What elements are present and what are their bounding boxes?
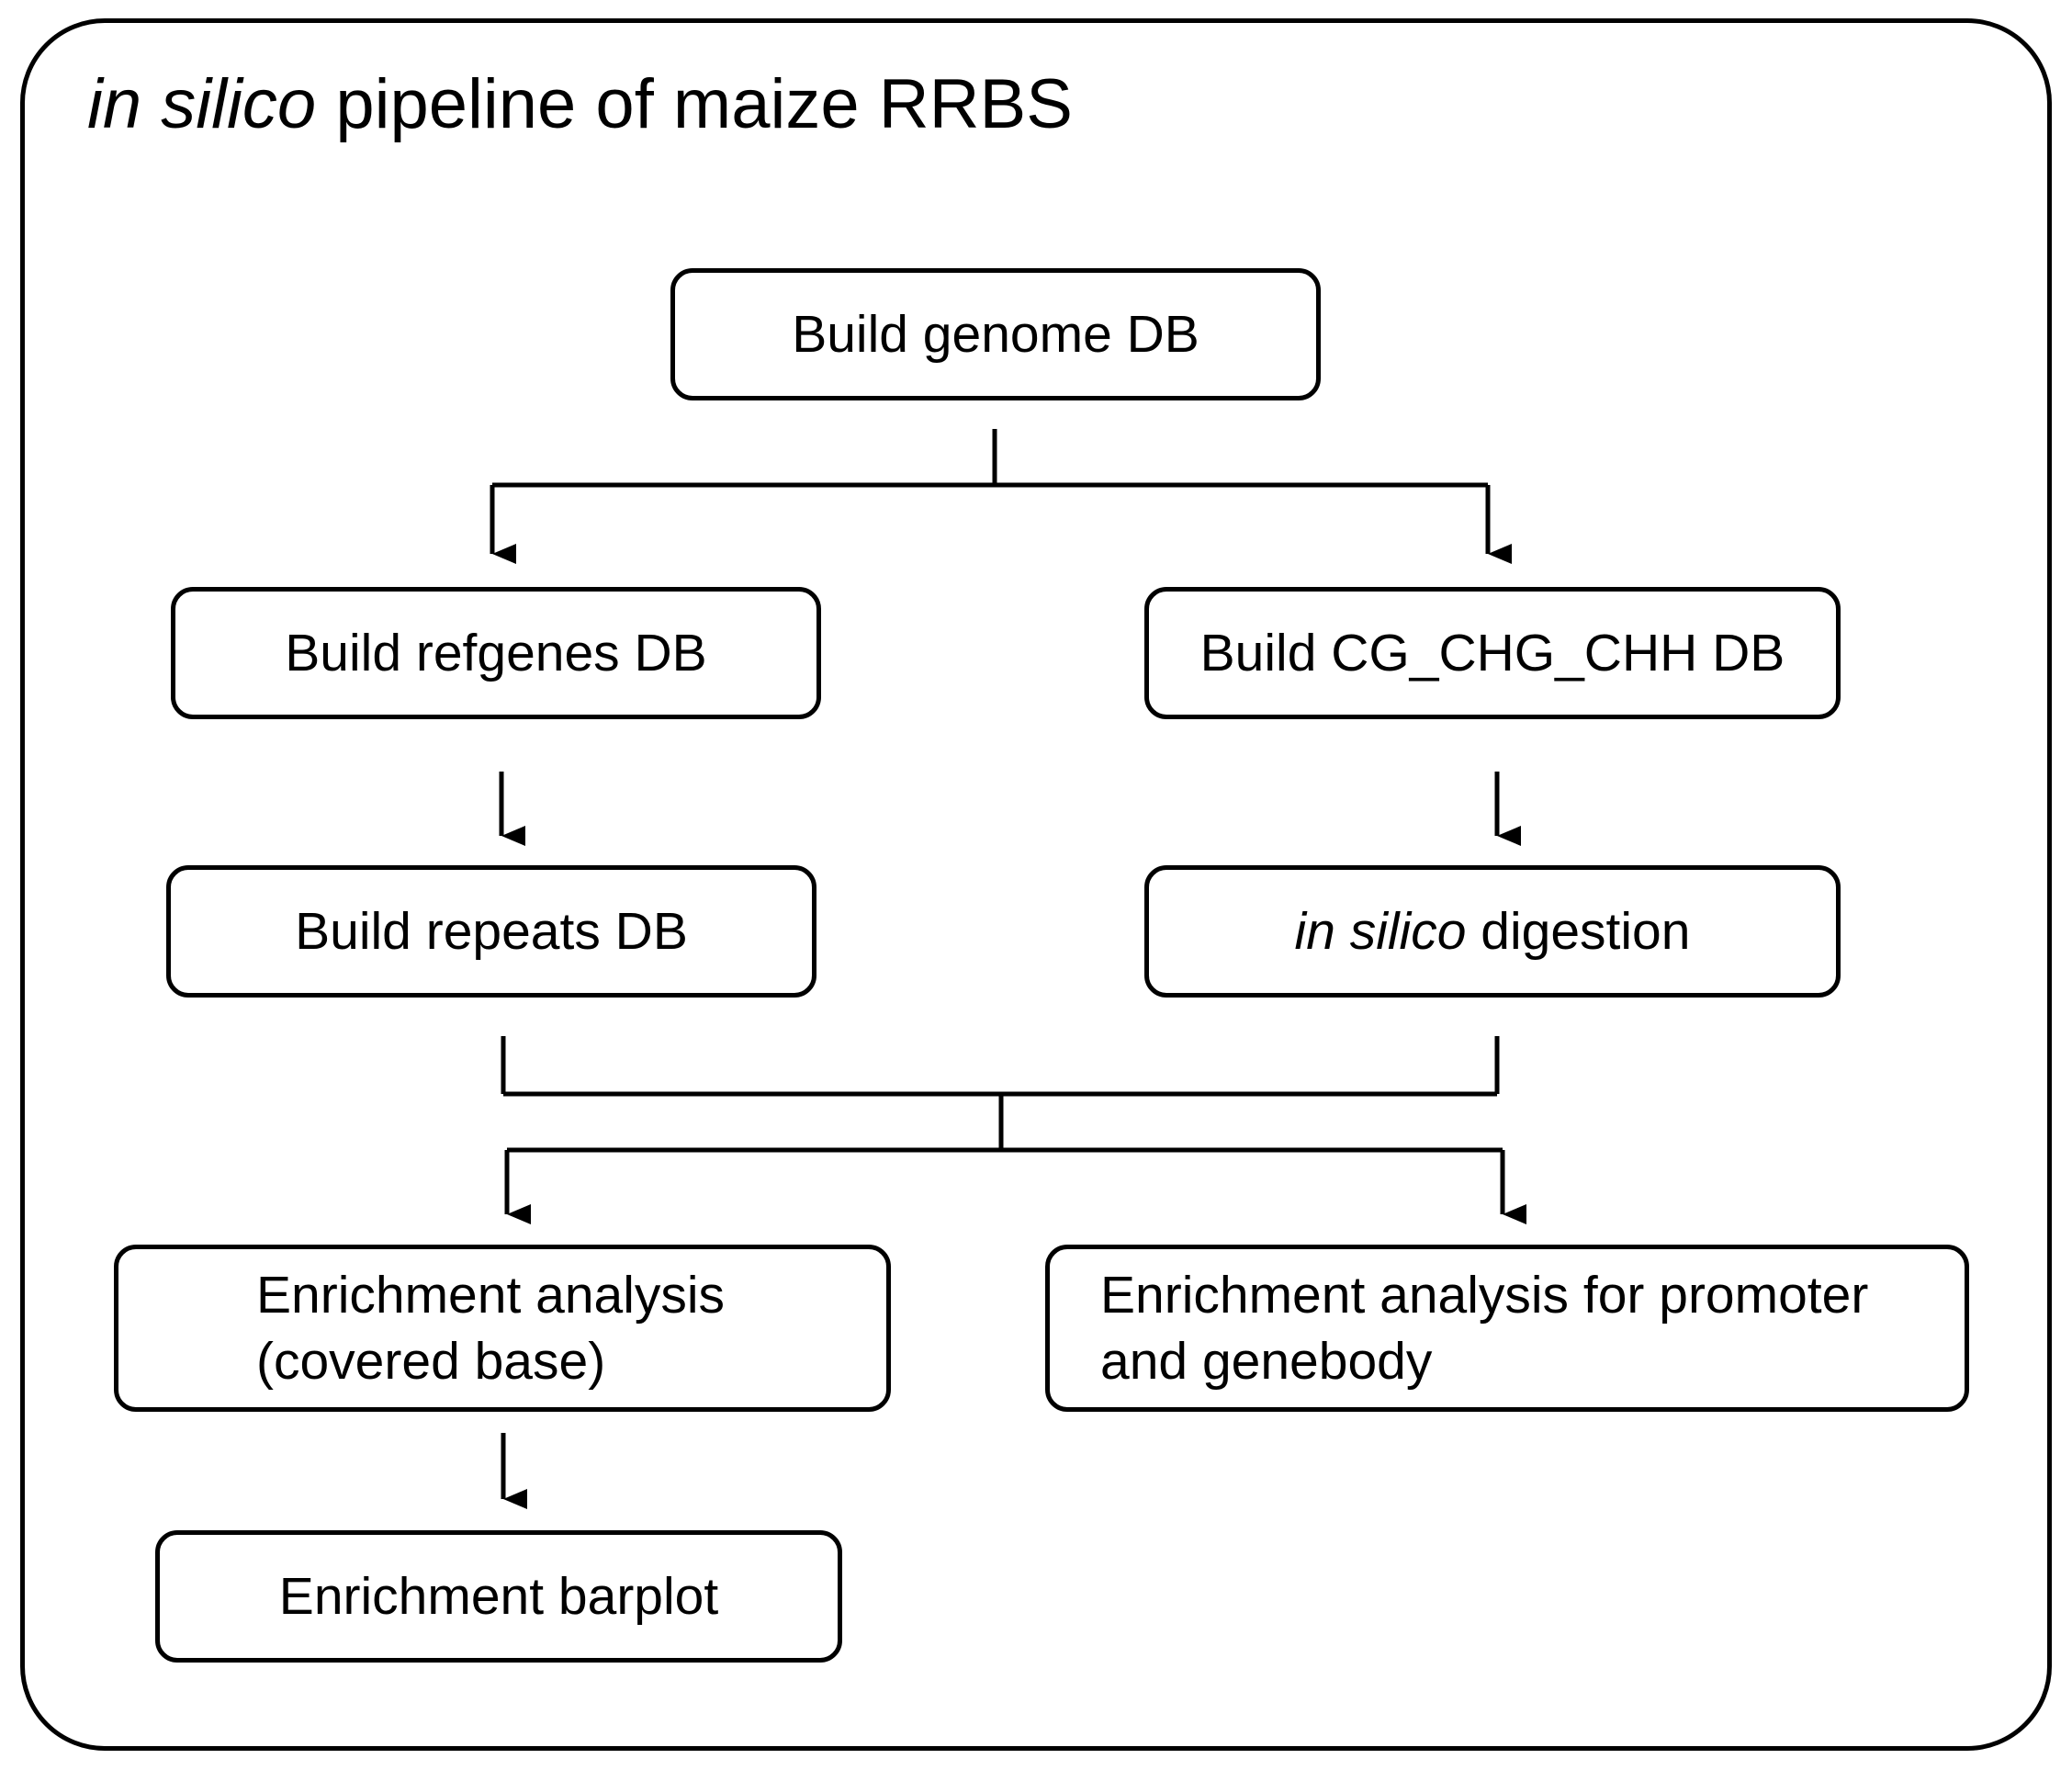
node-build-genome-db: Build genome DB: [670, 268, 1321, 400]
node-enrichment-analysis-promoter: Enrichment analysis for promoter and gen…: [1045, 1245, 1969, 1412]
node-enrichment-analysis-covered: Enrichment analysis (covered base): [114, 1245, 891, 1412]
node-label: Enrichment analysis for promoter and gen…: [1100, 1262, 1868, 1394]
node-enrichment-barplot: Enrichment barplot: [155, 1530, 842, 1663]
pipeline-frame: [20, 18, 2052, 1751]
node-build-repeats-db: Build repeats DB: [166, 865, 816, 998]
node-label-line2: (covered base): [256, 1332, 606, 1391]
node-label-italic: in silico: [1294, 902, 1467, 961]
node-label: Build repeats DB: [295, 902, 688, 961]
diagram-title: in silico pipeline of maize RRBS: [87, 70, 1073, 140]
node-in-silico-digestion: in silico digestion: [1144, 865, 1841, 998]
node-label-line1: Enrichment analysis for promoter: [1100, 1266, 1869, 1325]
node-label-line2: and genebody: [1100, 1332, 1433, 1391]
node-label: Build genome DB: [792, 305, 1199, 364]
node-label-line1: Enrichment analysis: [256, 1266, 726, 1325]
title-rest: pipeline of maize RRBS: [316, 65, 1073, 143]
node-label: Enrichment barplot: [278, 1567, 719, 1626]
node-label: in silico digestion: [1295, 898, 1691, 964]
node-build-cg-chg-chh-db: Build CG_CHG_CHH DB: [1144, 587, 1841, 719]
title-italic: in silico: [87, 65, 317, 143]
node-label: Build CG_CHG_CHH DB: [1199, 624, 1785, 682]
node-build-refgenes-db: Build refgenes DB: [171, 587, 821, 719]
node-label: Enrichment analysis (covered base): [256, 1262, 725, 1394]
node-label: Build refgenes DB: [285, 624, 707, 682]
node-label-rest: digestion: [1466, 902, 1691, 961]
